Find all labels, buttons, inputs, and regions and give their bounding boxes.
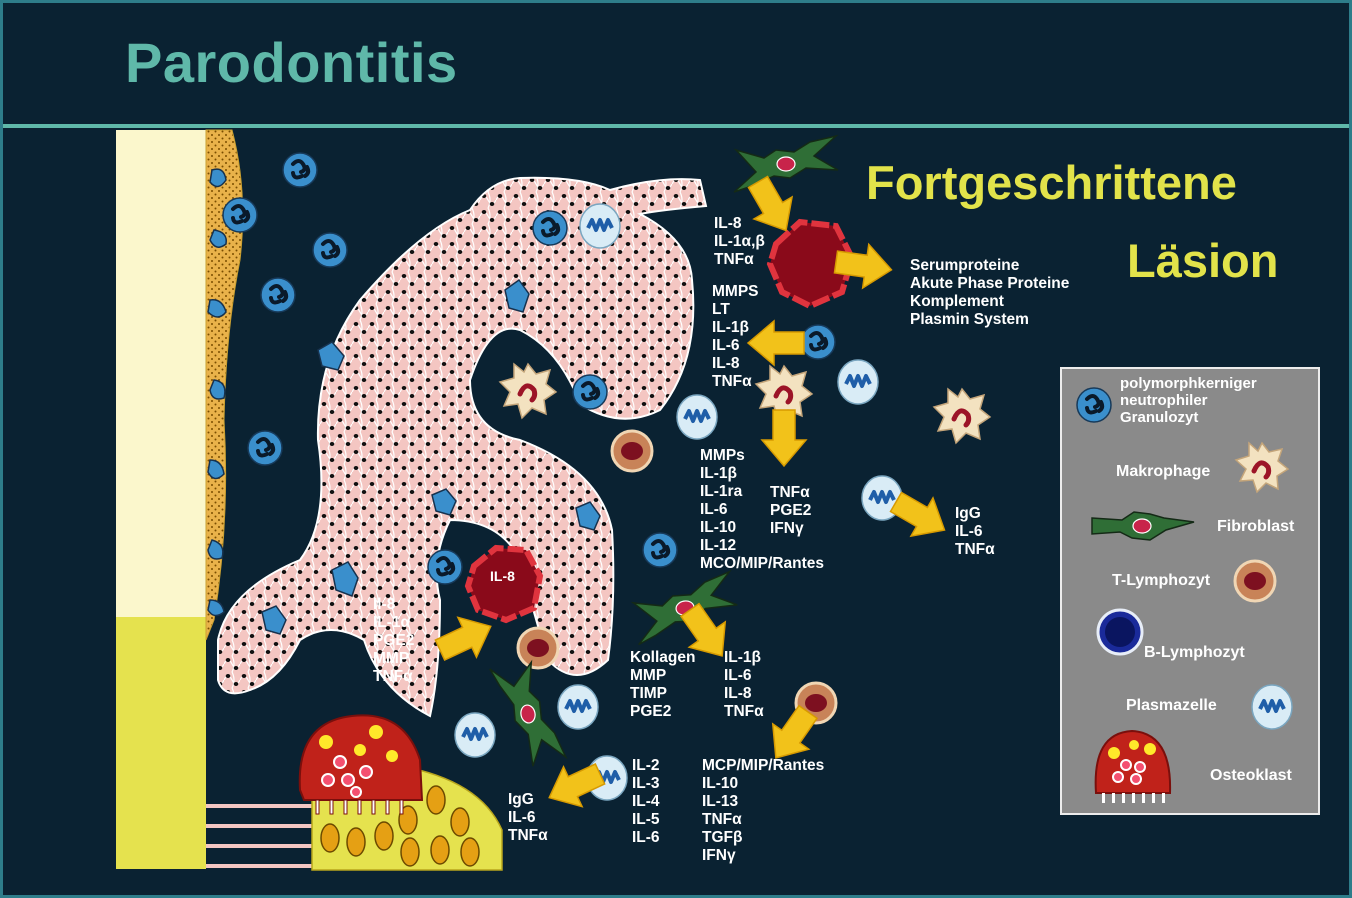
osteoclast-icon xyxy=(1094,729,1172,803)
neutrophil-icon xyxy=(641,531,679,569)
serum-proteins-list: Serumproteine Akute Phase Proteine Kompl… xyxy=(910,257,1070,328)
macrophage-mediators-col2: TNFα PGE2 IFNγ xyxy=(770,484,812,537)
legend-label-plasma-cell: Plasmazelle xyxy=(1126,697,1217,714)
title-divider xyxy=(3,124,1349,128)
heading-line-1: Fortgeschrittene xyxy=(866,156,1237,209)
plasma-cell-icon xyxy=(453,711,497,759)
fibroblast-top-cytokines: IL-8 IL-1α,β TNFα xyxy=(714,215,765,268)
legend-label-b-lymphocyte: B-Lymphozyt xyxy=(1144,644,1245,661)
epithelium-infiltrate xyxy=(261,278,601,635)
neutrophil-icon xyxy=(799,323,837,361)
neutrophil-icon xyxy=(531,209,569,247)
legend-label-t-lymphocyte: T-Lymphozyt xyxy=(1112,572,1211,589)
macrophage-icon xyxy=(1234,441,1290,494)
neutrophil-icon xyxy=(426,548,464,586)
plasma-cell-icon xyxy=(556,683,600,731)
neutrophil-icon xyxy=(311,231,349,269)
il8-center-label: IL-8 xyxy=(490,568,515,584)
neutrophil-icon xyxy=(246,429,284,467)
neutrophil-icon xyxy=(259,276,297,314)
epithelial-mediators: Il-8 IL-1α PGE2 MMP TNFα xyxy=(373,596,415,685)
fibroblast-icon xyxy=(733,135,839,193)
tcell-cytokines-col2: MCP/MIP/Rantes IL-10 IL-13 TNFα TGFβ IFN… xyxy=(702,757,825,864)
t-lymphocyte-icon xyxy=(516,626,560,670)
tooth-root xyxy=(116,617,206,869)
fibroblast-icon xyxy=(1091,511,1195,541)
tcell-cytokines-col1: IL-2 IL-3 IL-4 IL-5 IL-6 xyxy=(632,757,660,846)
slide-title: Parodontitis xyxy=(125,31,458,94)
fibroblast-mid-products: Kollagen MMP TIMP PGE2 xyxy=(630,649,696,720)
heading-line-2: Läsion xyxy=(1127,234,1279,287)
periodontal-ligament xyxy=(206,804,320,868)
neutrophil-icon xyxy=(571,373,609,411)
macrophage-icon xyxy=(500,364,556,418)
plasma-cell-icon xyxy=(1251,684,1293,730)
legend-label-macrophage: Makrophage xyxy=(1116,463,1211,480)
macrophage-icon xyxy=(934,389,990,443)
neutrophil-icon xyxy=(281,151,319,189)
fibroblast-mid-cytokines: IL-1β IL-6 IL-8 TNFα xyxy=(724,649,764,720)
plasma-cell-icon xyxy=(675,393,719,441)
legend-label-neutrophil: polymorphkerniger neutrophiler Granulozy… xyxy=(1120,375,1257,426)
b-lymphocyte-icon xyxy=(1096,608,1144,656)
plasma-bottom-products: IgG IL-6 TNFα xyxy=(508,791,548,844)
t-lymphocyte-icon xyxy=(1233,559,1277,603)
granulocyte-mediators: MMPS LT IL-1β IL-6 IL-8 TNFα xyxy=(712,283,759,390)
neutrophil-icon xyxy=(221,196,259,234)
fibroblast-icon xyxy=(489,656,567,772)
blood-vessel-center-icon xyxy=(464,544,544,624)
legend-label-fibroblast: Fibroblast xyxy=(1217,518,1295,535)
legend-icons xyxy=(1076,387,1293,803)
plasma-cell-icon xyxy=(836,358,880,406)
plasma-cell-icon xyxy=(578,202,622,250)
legend: polymorphkerniger neutrophiler Granulozy… xyxy=(1060,367,1320,815)
osteoclast-icon xyxy=(298,714,424,815)
plasma-right-products: IgG IL-6 TNFα xyxy=(955,505,995,558)
macrophage-mediators-col1: MMPs IL-1β IL-1ra IL-6 IL-10 IL-12 MCO/M… xyxy=(700,447,825,572)
t-lymphocyte-icon xyxy=(610,429,654,473)
tooth-crown xyxy=(116,130,206,617)
legend-label-osteoclast: Osteoklast xyxy=(1210,767,1292,784)
blood-vessel-icon xyxy=(766,218,856,310)
neutrophil-icon xyxy=(1076,387,1112,423)
